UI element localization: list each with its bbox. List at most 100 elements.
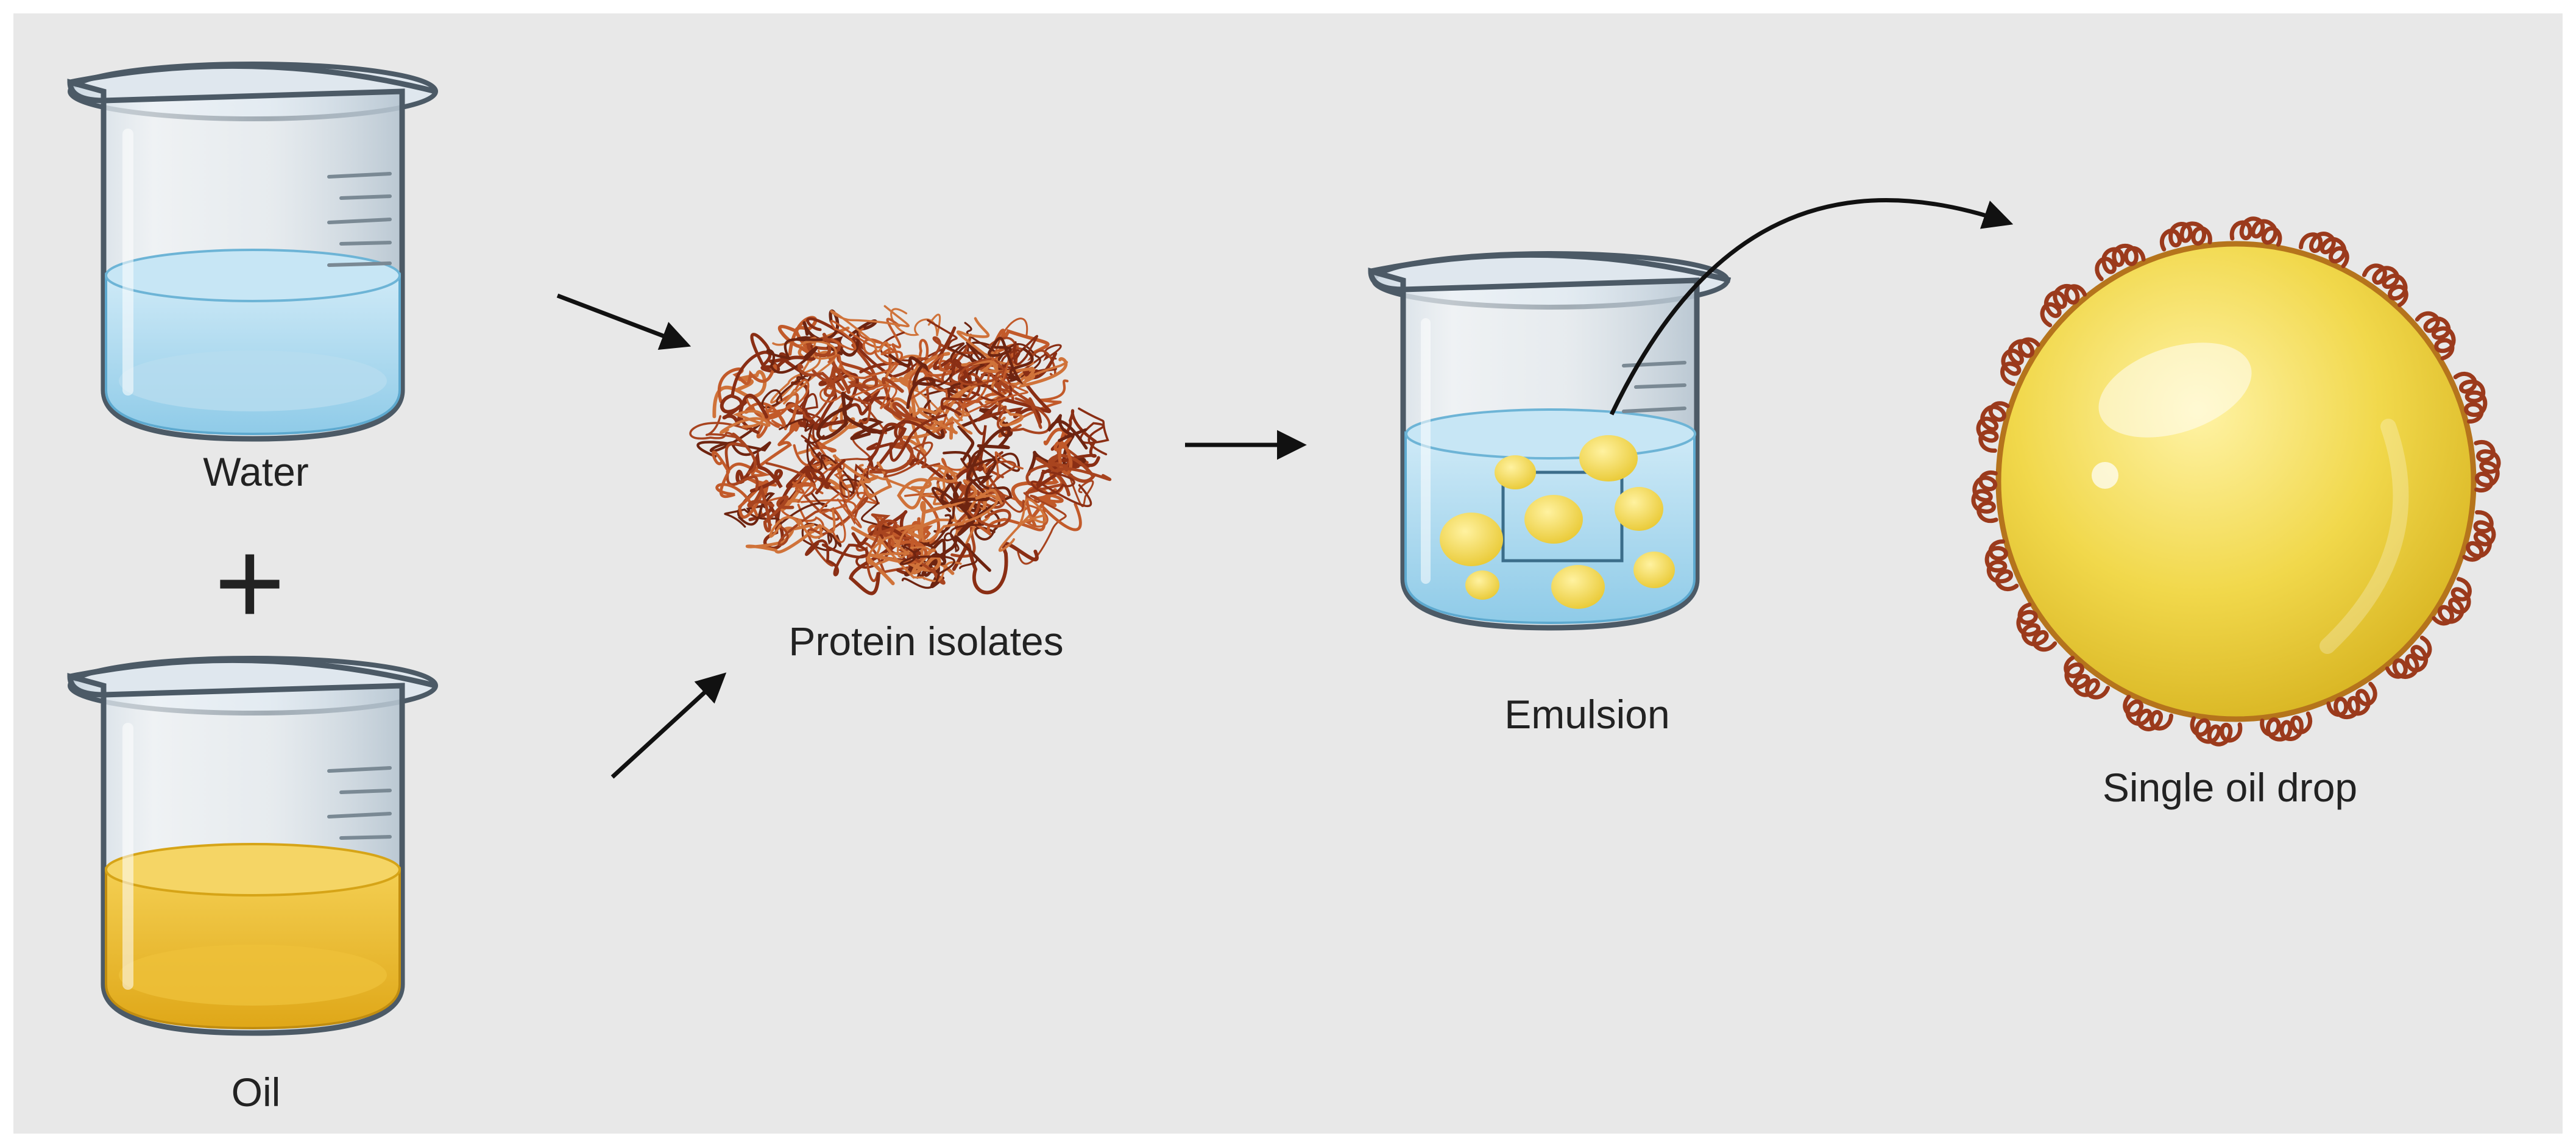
adsorbed-protein-icon bbox=[2016, 602, 2058, 652]
protein-fiber bbox=[718, 364, 777, 403]
protein-fiber bbox=[866, 534, 915, 579]
protein-fiber bbox=[797, 363, 843, 397]
protein-fiber bbox=[866, 441, 941, 478]
arrow-icon bbox=[610, 672, 727, 779]
protein-fiber bbox=[745, 523, 821, 554]
oil-beaker-icon bbox=[67, 656, 438, 1036]
protein-fiber bbox=[940, 377, 1011, 416]
protein-fiber bbox=[858, 464, 949, 499]
protein-fiber bbox=[871, 513, 898, 548]
plus-sign: + bbox=[214, 515, 286, 651]
protein-fiber bbox=[988, 336, 1034, 385]
protein-fiber bbox=[779, 418, 825, 472]
adsorbed-protein-icon bbox=[2432, 577, 2472, 626]
protein-fiber bbox=[793, 433, 837, 467]
protein-fiber bbox=[899, 545, 955, 589]
protein-fiber bbox=[780, 460, 879, 511]
protein-fiber bbox=[907, 479, 978, 541]
protein-fiber bbox=[1025, 463, 1112, 494]
oil-droplets bbox=[1440, 435, 1675, 609]
adsorbed-protein-icon bbox=[2095, 243, 2146, 282]
protein-fiber bbox=[998, 498, 1047, 552]
protein-fiber bbox=[1030, 469, 1092, 508]
adsorbed-protein-icon bbox=[2362, 263, 2408, 307]
adsorbed-protein-icon bbox=[2453, 372, 2488, 424]
protein-fiber bbox=[720, 410, 771, 435]
protein-fiber bbox=[1047, 414, 1088, 450]
protein-fiber bbox=[807, 474, 869, 567]
protein-fiber bbox=[720, 394, 769, 425]
protein-fiber bbox=[816, 391, 883, 440]
adsorbed-protein-icon bbox=[1976, 401, 2010, 453]
protein-isolates-label: Protein isolates bbox=[788, 619, 1063, 664]
protein-fiber bbox=[943, 451, 997, 510]
adsorbed-protein-icon bbox=[2298, 232, 2349, 269]
protein-fiber bbox=[761, 369, 812, 409]
emulsion-label: Emulsion bbox=[1504, 692, 1669, 737]
protein-fiber bbox=[986, 350, 1068, 385]
adsorbed-protein-icon bbox=[2229, 216, 2282, 247]
protein-fiber bbox=[805, 539, 869, 577]
protein-fiber bbox=[869, 402, 928, 474]
protein-fiber bbox=[769, 510, 836, 539]
protein-fiber bbox=[944, 524, 984, 569]
protein-fiber bbox=[830, 320, 891, 351]
protein-fiber bbox=[747, 485, 794, 533]
protein-fiber bbox=[746, 379, 810, 428]
protein-fiber bbox=[756, 392, 800, 439]
protein-fiber bbox=[866, 413, 947, 462]
protein-fiber bbox=[724, 492, 827, 528]
protein-fiber bbox=[897, 464, 957, 510]
protein-fiber bbox=[801, 522, 842, 552]
adsorbed-protein-icons bbox=[1971, 216, 2501, 747]
protein-fiber bbox=[898, 352, 954, 440]
fiber-tangle-icon bbox=[689, 305, 1112, 595]
adsorbed-protein-icon bbox=[2064, 656, 2111, 700]
protein-fiber bbox=[998, 379, 1069, 438]
protein-fiber bbox=[830, 305, 910, 363]
protein-fiber bbox=[973, 502, 1082, 536]
protein-fiber bbox=[1017, 492, 1067, 565]
protein-fiber bbox=[784, 392, 821, 450]
protein-fiber bbox=[933, 326, 974, 386]
protein-fiber bbox=[862, 318, 902, 366]
protein-fiber bbox=[952, 542, 1039, 595]
protein-fiber bbox=[735, 450, 783, 493]
water-label: Water bbox=[203, 449, 309, 494]
adsorbed-protein-icon bbox=[1971, 470, 1998, 524]
protein-fiber bbox=[766, 338, 823, 374]
adsorbed-protein-icon bbox=[2326, 681, 2377, 720]
adsorbed-protein-icon bbox=[2385, 635, 2432, 679]
protein-fiber bbox=[927, 342, 984, 389]
protein-fiber bbox=[805, 459, 846, 495]
single-oil-drop-label: Single oil drop bbox=[2103, 765, 2357, 810]
adsorbed-protein-icon bbox=[2462, 510, 2496, 562]
protein-fiber bbox=[954, 461, 1011, 530]
adsorbed-protein-icon bbox=[2040, 284, 2087, 328]
adsorbed-protein-icon bbox=[2190, 716, 2243, 747]
protein-fiber bbox=[724, 432, 759, 491]
curved-arrow-icon bbox=[1609, 198, 2014, 416]
protein-fiber bbox=[958, 358, 1011, 395]
protein-fiber bbox=[820, 454, 890, 529]
protein-fiber bbox=[961, 357, 1068, 389]
adsorbed-protein-icon bbox=[2000, 337, 2040, 386]
adsorbed-protein-icon bbox=[2159, 221, 2212, 252]
adsorbed-protein-icon bbox=[1984, 539, 2019, 591]
protein-fiber bbox=[896, 524, 962, 582]
adsorbed-protein-icon bbox=[2474, 439, 2501, 493]
protein-fiber bbox=[819, 383, 897, 410]
protein-fiber bbox=[689, 415, 749, 440]
protein-fiber bbox=[921, 488, 1003, 543]
protein-fiber bbox=[933, 499, 1000, 541]
protein-fiber bbox=[888, 353, 936, 410]
protein-fiber bbox=[977, 384, 1052, 424]
arrow-icon bbox=[556, 293, 692, 350]
protein-fiber bbox=[890, 308, 941, 336]
protein-fiber bbox=[712, 450, 759, 517]
emulsion-beaker-icon bbox=[1368, 251, 1732, 631]
oil-drop-icon bbox=[1995, 241, 2477, 722]
protein-fiber bbox=[931, 466, 1013, 536]
